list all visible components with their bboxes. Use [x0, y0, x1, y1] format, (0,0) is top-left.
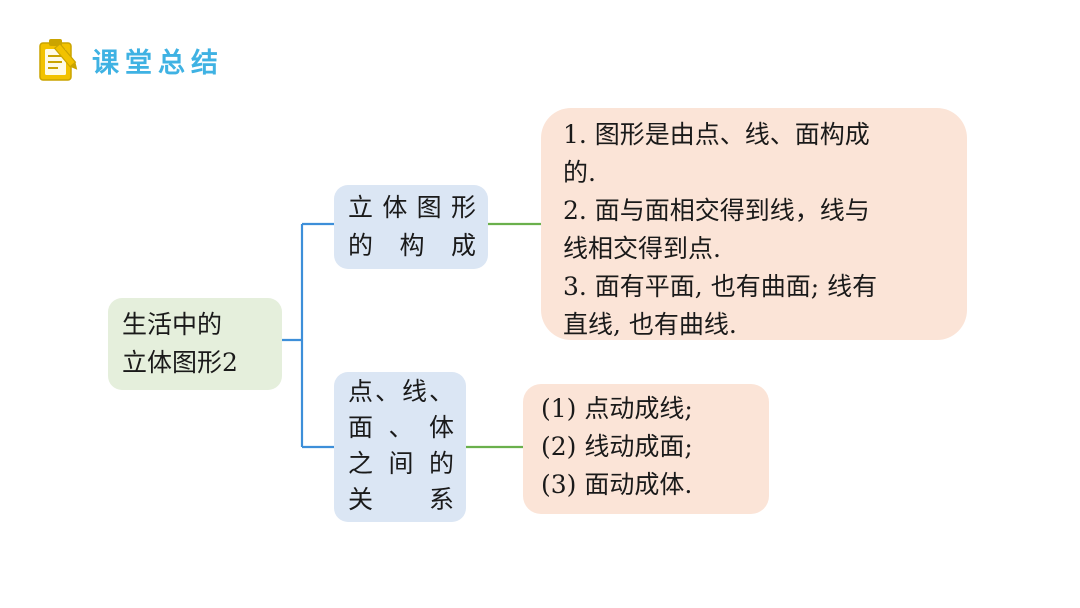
branch-node-line: 关 系 [348, 485, 454, 514]
section-title: 课堂总结 [92, 48, 224, 79]
detail-node-composition: 1. 图形是由点、线、面构成 的. 2. 面与面相交得到线，线与 线相交得到点.… [541, 108, 967, 340]
detail-line: 直线, 也有曲线. [563, 310, 737, 339]
root-node: 生活中的 立体图形2 [108, 298, 282, 390]
clipboard-pencil-icon [36, 36, 80, 84]
detail-line: 3. 面有平面, 也有曲面; 线有 [563, 272, 878, 301]
root-node-line: 生活中的 [122, 310, 223, 339]
root-node-line: 立体图形2 [122, 348, 238, 377]
detail-line: 的. [563, 158, 596, 187]
branch-node-line: 面、体 [348, 413, 454, 442]
branch-node-line: 的 构 成 [348, 231, 476, 260]
detail-line: 1. 图形是由点、线、面构成 [563, 120, 870, 149]
detail-line: (2) 线动成面; [541, 432, 693, 461]
branch-node-line: 之间的 [348, 449, 454, 478]
branch-node-composition: 立体图形 的 构 成 [334, 185, 488, 269]
detail-line: 线相交得到点. [563, 234, 721, 263]
detail-line: (3) 面动成体. [541, 470, 693, 499]
detail-line: (1) 点动成线; [541, 394, 693, 423]
detail-node-relationship: (1) 点动成线; (2) 线动成面; (3) 面动成体. [523, 384, 769, 514]
branch-node-relationship: 点、线、 面、体 之间的 关 系 [334, 372, 466, 522]
detail-line: 2. 面与面相交得到线，线与 [563, 196, 870, 225]
branch-node-line: 点、线、 [348, 377, 454, 406]
branch-node-line: 立体图形 [348, 193, 476, 222]
